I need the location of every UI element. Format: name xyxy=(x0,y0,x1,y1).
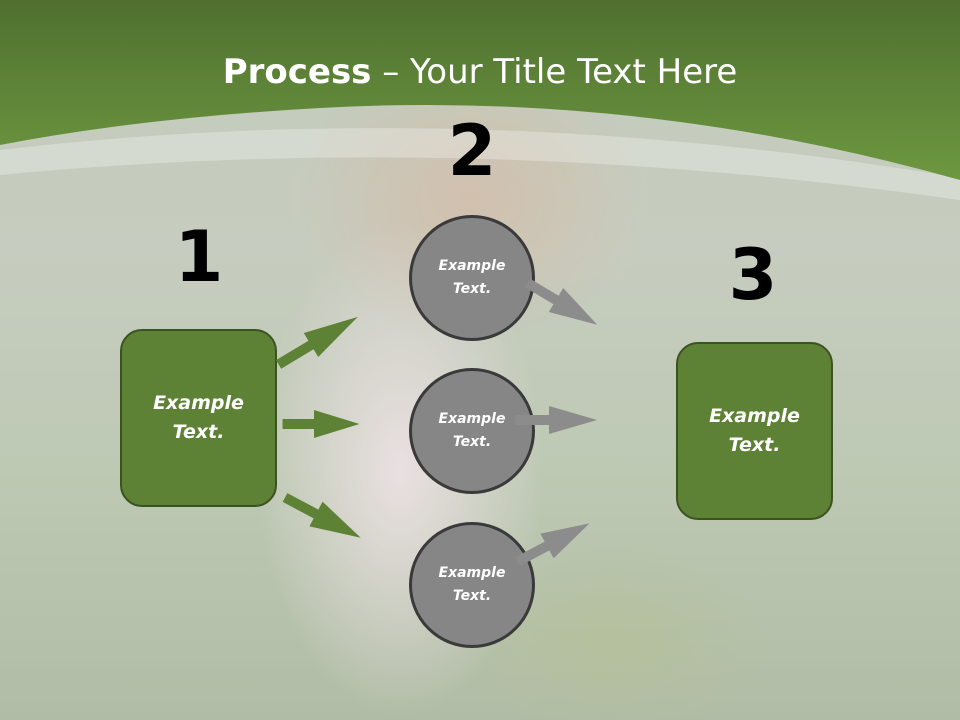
slide-title-rest: – Your Title Text Here xyxy=(371,52,738,92)
circle-top: Example Text. xyxy=(409,215,535,341)
arrow-green-right xyxy=(282,410,360,438)
step-number-2: 2 xyxy=(447,110,497,192)
header-light-band xyxy=(0,128,960,200)
step-box-1-label: Example Text. xyxy=(153,392,244,443)
circle-middle: Example Text. xyxy=(409,368,535,494)
slide-title-bold: Process xyxy=(222,52,372,92)
arrow-green-up xyxy=(276,316,358,369)
arrow-gray-up xyxy=(515,523,590,567)
header-banner xyxy=(0,0,960,200)
arrow-gray-right xyxy=(515,406,598,434)
step-box-3: Example Text. xyxy=(676,342,833,520)
circle-top-label: Example Text. xyxy=(438,258,506,297)
circle-bottom-label: Example Text. xyxy=(438,565,506,604)
arrow-gray-down xyxy=(524,278,598,325)
arrow-green-down xyxy=(282,493,361,538)
step-box-1: Example Text. xyxy=(120,329,277,507)
step-box-3-label: Example Text. xyxy=(709,405,800,456)
circle-bottom: Example Text. xyxy=(409,522,535,648)
header-green-shape xyxy=(0,0,960,180)
step-number-3: 3 xyxy=(728,234,778,316)
circle-middle-label: Example Text. xyxy=(438,411,506,450)
step-number-1: 1 xyxy=(174,216,224,298)
slide-title: Process – Your Title Text Here xyxy=(0,52,960,92)
